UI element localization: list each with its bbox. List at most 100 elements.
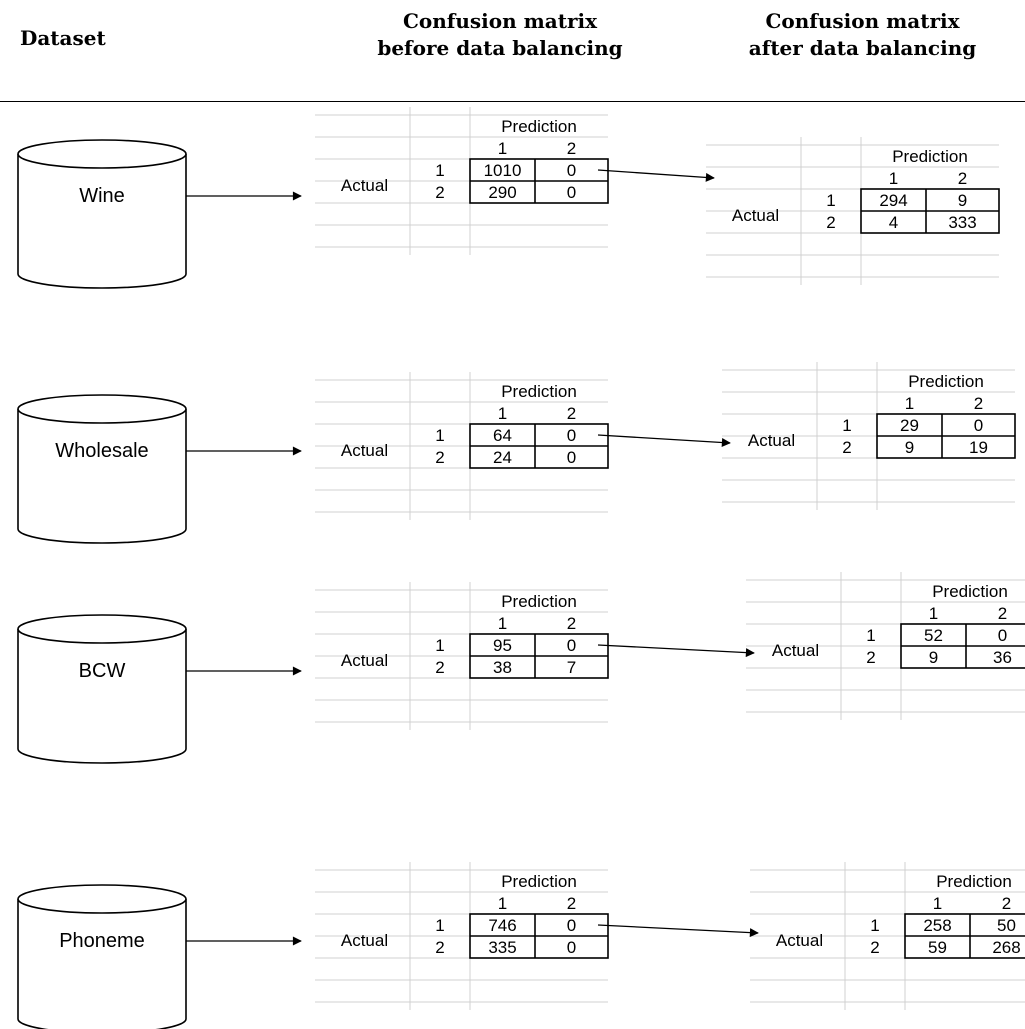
after-pred-class-1: 1 bbox=[933, 894, 942, 913]
before-pred-class-2: 2 bbox=[567, 404, 576, 423]
before-actual-class-1: 1 bbox=[435, 161, 444, 180]
after-cell-r1c2: 9 bbox=[958, 191, 967, 210]
after-actual-class-1: 1 bbox=[842, 416, 851, 435]
before-cell-r2c1: 290 bbox=[488, 183, 516, 202]
before-prediction-label: Prediction bbox=[501, 872, 577, 891]
after-actual-label: Actual bbox=[772, 641, 819, 660]
after-header-line2: after data balancing bbox=[748, 36, 977, 60]
before-actual-class-2: 2 bbox=[435, 448, 444, 467]
after-cell-r1c2: 50 bbox=[997, 916, 1016, 935]
after-pred-class-1: 1 bbox=[929, 604, 938, 623]
cylinder-top bbox=[17, 139, 187, 169]
database-cylinder-icon bbox=[17, 139, 187, 289]
before-actual-label: Actual bbox=[341, 651, 388, 670]
before-pred-class-2: 2 bbox=[567, 894, 576, 913]
before-actual-class-2: 2 bbox=[435, 938, 444, 957]
cylinder-body bbox=[17, 899, 187, 1029]
after-cell-r2c2: 268 bbox=[992, 938, 1020, 957]
arrow-before-to-after bbox=[597, 644, 755, 658]
after-header-line1: Confusion matrix bbox=[765, 9, 960, 33]
before-prediction-label: Prediction bbox=[501, 117, 577, 136]
after-pred-class-2: 2 bbox=[998, 604, 1007, 623]
arrow-before-to-after bbox=[597, 169, 715, 182]
before-cell-r1c2: 0 bbox=[567, 636, 576, 655]
arrow-before-to-after bbox=[597, 434, 731, 448]
after-actual-class-2: 2 bbox=[842, 438, 851, 457]
after-actual-class-1: 1 bbox=[866, 626, 875, 645]
before-pred-class-1: 1 bbox=[498, 614, 507, 633]
cylinder-body bbox=[17, 409, 187, 544]
after-cell-r1c2: 0 bbox=[998, 626, 1007, 645]
before-cell-r1c1: 746 bbox=[488, 916, 516, 935]
before-cell-r1c1: 64 bbox=[493, 426, 512, 445]
after-prediction-label: Prediction bbox=[936, 872, 1012, 891]
before-pred-class-1: 1 bbox=[498, 894, 507, 913]
after-actual-label: Actual bbox=[732, 206, 779, 225]
dataset-name-label: BCW bbox=[79, 660, 126, 682]
after-cell-r1c2: 0 bbox=[974, 416, 983, 435]
before-prediction-label: Prediction bbox=[501, 592, 577, 611]
after-actual-class-1: 1 bbox=[826, 191, 835, 210]
before-cell-r2c2: 0 bbox=[567, 938, 576, 957]
after-cell-r1c1: 294 bbox=[879, 191, 907, 210]
before-cell-r1c1: 1010 bbox=[484, 161, 522, 180]
after-actual-class-1: 1 bbox=[870, 916, 879, 935]
before-cell-r1c2: 0 bbox=[567, 161, 576, 180]
before-balancing-column-header: Confusion matrix before data balancing bbox=[340, 8, 660, 62]
after-cell-r2c2: 333 bbox=[948, 213, 976, 232]
after-actual-label: Actual bbox=[776, 931, 823, 950]
before-cell-r1c2: 0 bbox=[567, 916, 576, 935]
after-cell-r2c1: 4 bbox=[889, 213, 898, 232]
after-cell-r1c1: 258 bbox=[923, 916, 951, 935]
dataset-name-label: Wholesale bbox=[55, 440, 148, 462]
after-cell-r2c2: 36 bbox=[993, 648, 1012, 667]
before-actual-class-2: 2 bbox=[435, 658, 444, 677]
after-cell-r2c1: 9 bbox=[905, 438, 914, 457]
after-pred-class-2: 2 bbox=[1002, 894, 1011, 913]
after-cell-r2c1: 9 bbox=[929, 648, 938, 667]
after-actual-class-2: 2 bbox=[870, 938, 879, 957]
cylinder-body bbox=[17, 629, 187, 764]
before-pred-class-2: 2 bbox=[567, 139, 576, 158]
after-pred-class-1: 1 bbox=[889, 169, 898, 188]
database-cylinder-icon bbox=[17, 614, 187, 764]
after-cell-r1c1: 52 bbox=[924, 626, 943, 645]
before-pred-class-1: 1 bbox=[498, 139, 507, 158]
before-actual-class-1: 1 bbox=[435, 636, 444, 655]
dataset-name-label: Wine bbox=[79, 185, 125, 207]
after-balancing-column-header: Confusion matrix after data balancing bbox=[700, 8, 1025, 62]
after-pred-class-1: 1 bbox=[905, 394, 914, 413]
database-cylinder-icon bbox=[17, 394, 187, 544]
before-cell-r1c2: 0 bbox=[567, 426, 576, 445]
cylinder-top bbox=[17, 394, 187, 424]
before-actual-label: Actual bbox=[341, 441, 388, 460]
before-cell-r2c2: 7 bbox=[567, 658, 576, 677]
before-cell-r1c1: 95 bbox=[493, 636, 512, 655]
after-actual-label: Actual bbox=[748, 431, 795, 450]
before-prediction-label: Prediction bbox=[501, 382, 577, 401]
arrow-before-to-after bbox=[597, 924, 759, 938]
dataset-name-label: Phoneme bbox=[59, 930, 145, 952]
after-actual-class-2: 2 bbox=[826, 213, 835, 232]
before-actual-class-1: 1 bbox=[435, 426, 444, 445]
before-header-line2: before data balancing bbox=[377, 36, 623, 60]
cylinder-top bbox=[17, 614, 187, 644]
before-pred-class-2: 2 bbox=[567, 614, 576, 633]
before-cell-r2c2: 0 bbox=[567, 448, 576, 467]
after-prediction-label: Prediction bbox=[932, 582, 1008, 601]
after-cell-r1c1: 29 bbox=[900, 416, 919, 435]
before-cell-r2c1: 335 bbox=[488, 938, 516, 957]
after-pred-class-2: 2 bbox=[958, 169, 967, 188]
header-divider-line bbox=[0, 101, 1025, 102]
after-prediction-label: Prediction bbox=[908, 372, 984, 391]
